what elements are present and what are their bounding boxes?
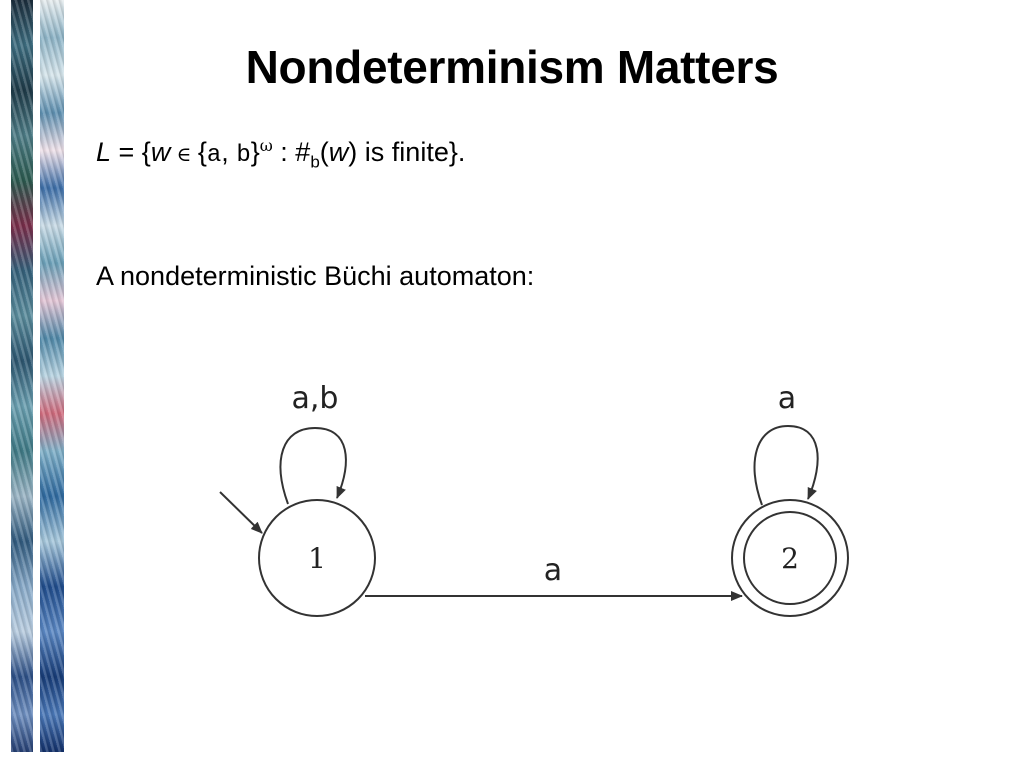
- formula-symbol-b: b: [236, 142, 251, 169]
- formula-symbol-a: a: [206, 142, 222, 169]
- formula-tail: is finite}.: [357, 137, 466, 167]
- formula-set-close: }: [250, 137, 260, 167]
- buchi-automaton-diagram: 1 a,b 2 a a: [219, 381, 849, 617]
- state-1-circle: [258, 499, 376, 617]
- decorative-strip-left: [11, 0, 33, 752]
- decorative-strip-right: [40, 0, 64, 752]
- formula-eq-open: = {: [111, 137, 151, 167]
- formula-paren-open: (: [319, 137, 329, 167]
- state-1-label: 1: [308, 542, 326, 575]
- formula-w: w: [150, 137, 171, 167]
- transition-1-to-2-label: a: [544, 553, 562, 588]
- self-loop-state-1: [279, 426, 347, 505]
- formula-element-of: ∈: [170, 142, 198, 166]
- state-2-outer-circle: [731, 499, 849, 617]
- formula-L: L: [96, 137, 112, 167]
- language-definition: L = {w ∈ {a, b}ω : #b(w) is finite}.: [96, 136, 465, 172]
- formula-w2: w: [328, 137, 349, 167]
- slide-title: Nondeterminism Matters: [245, 41, 779, 93]
- state-2-label: 2: [781, 542, 799, 575]
- formula-count-sub: b: [310, 152, 320, 172]
- formula-paren-close: ): [348, 137, 358, 167]
- formula-omega: ω: [259, 136, 273, 155]
- state-2-inner-circle: [743, 511, 837, 605]
- self-loop-1-label: a,b: [292, 381, 339, 416]
- formula-count-prefix: : #: [272, 137, 311, 167]
- automaton-caption: A nondeterministic Büchi automaton:: [96, 261, 535, 291]
- self-loop-2-label: a: [778, 381, 796, 416]
- initial-arrow: [219, 491, 263, 534]
- formula-comma: ,: [221, 137, 237, 167]
- formula-set-open: {: [197, 137, 207, 167]
- self-loop-state-2: [753, 424, 819, 506]
